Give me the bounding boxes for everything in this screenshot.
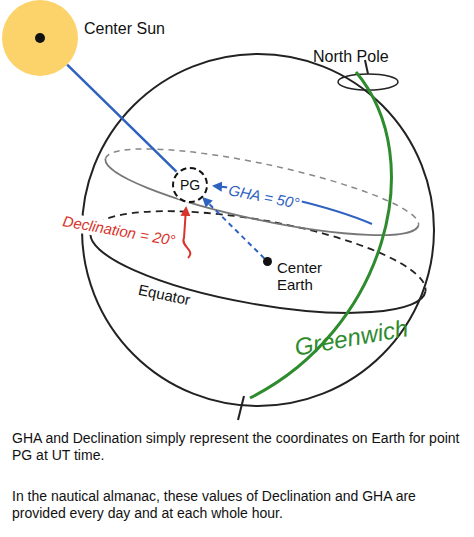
- earth-center: Center Earth: [263, 257, 272, 266]
- sun-circle: Center Sun: [2, 0, 78, 76]
- sun-ray: [67, 65, 176, 172]
- equator-line: [83, 191, 432, 333]
- equator-label: Equator: [137, 281, 192, 310]
- caption: GHA and Declination simply represent the…: [12, 430, 462, 464]
- axis-tick: [238, 396, 244, 420]
- greenwich-label: Greenwich: [292, 314, 410, 362]
- pole-label: North Pole: [313, 47, 389, 66]
- declination-arrow: [183, 208, 190, 258]
- node-label: Center Earth: [277, 259, 333, 294]
- sun-center-dot: [35, 33, 45, 43]
- pg-circle: PG: [172, 167, 208, 203]
- node-label: Center Sun: [84, 20, 165, 38]
- node-label: PG: [180, 177, 200, 193]
- position-vector: [204, 198, 265, 258]
- note-text: In the nautical almanac, these values of…: [12, 488, 462, 522]
- gha-label: GHA = 50°: [225, 181, 303, 213]
- declination-label: Declination = 20°: [59, 212, 178, 250]
